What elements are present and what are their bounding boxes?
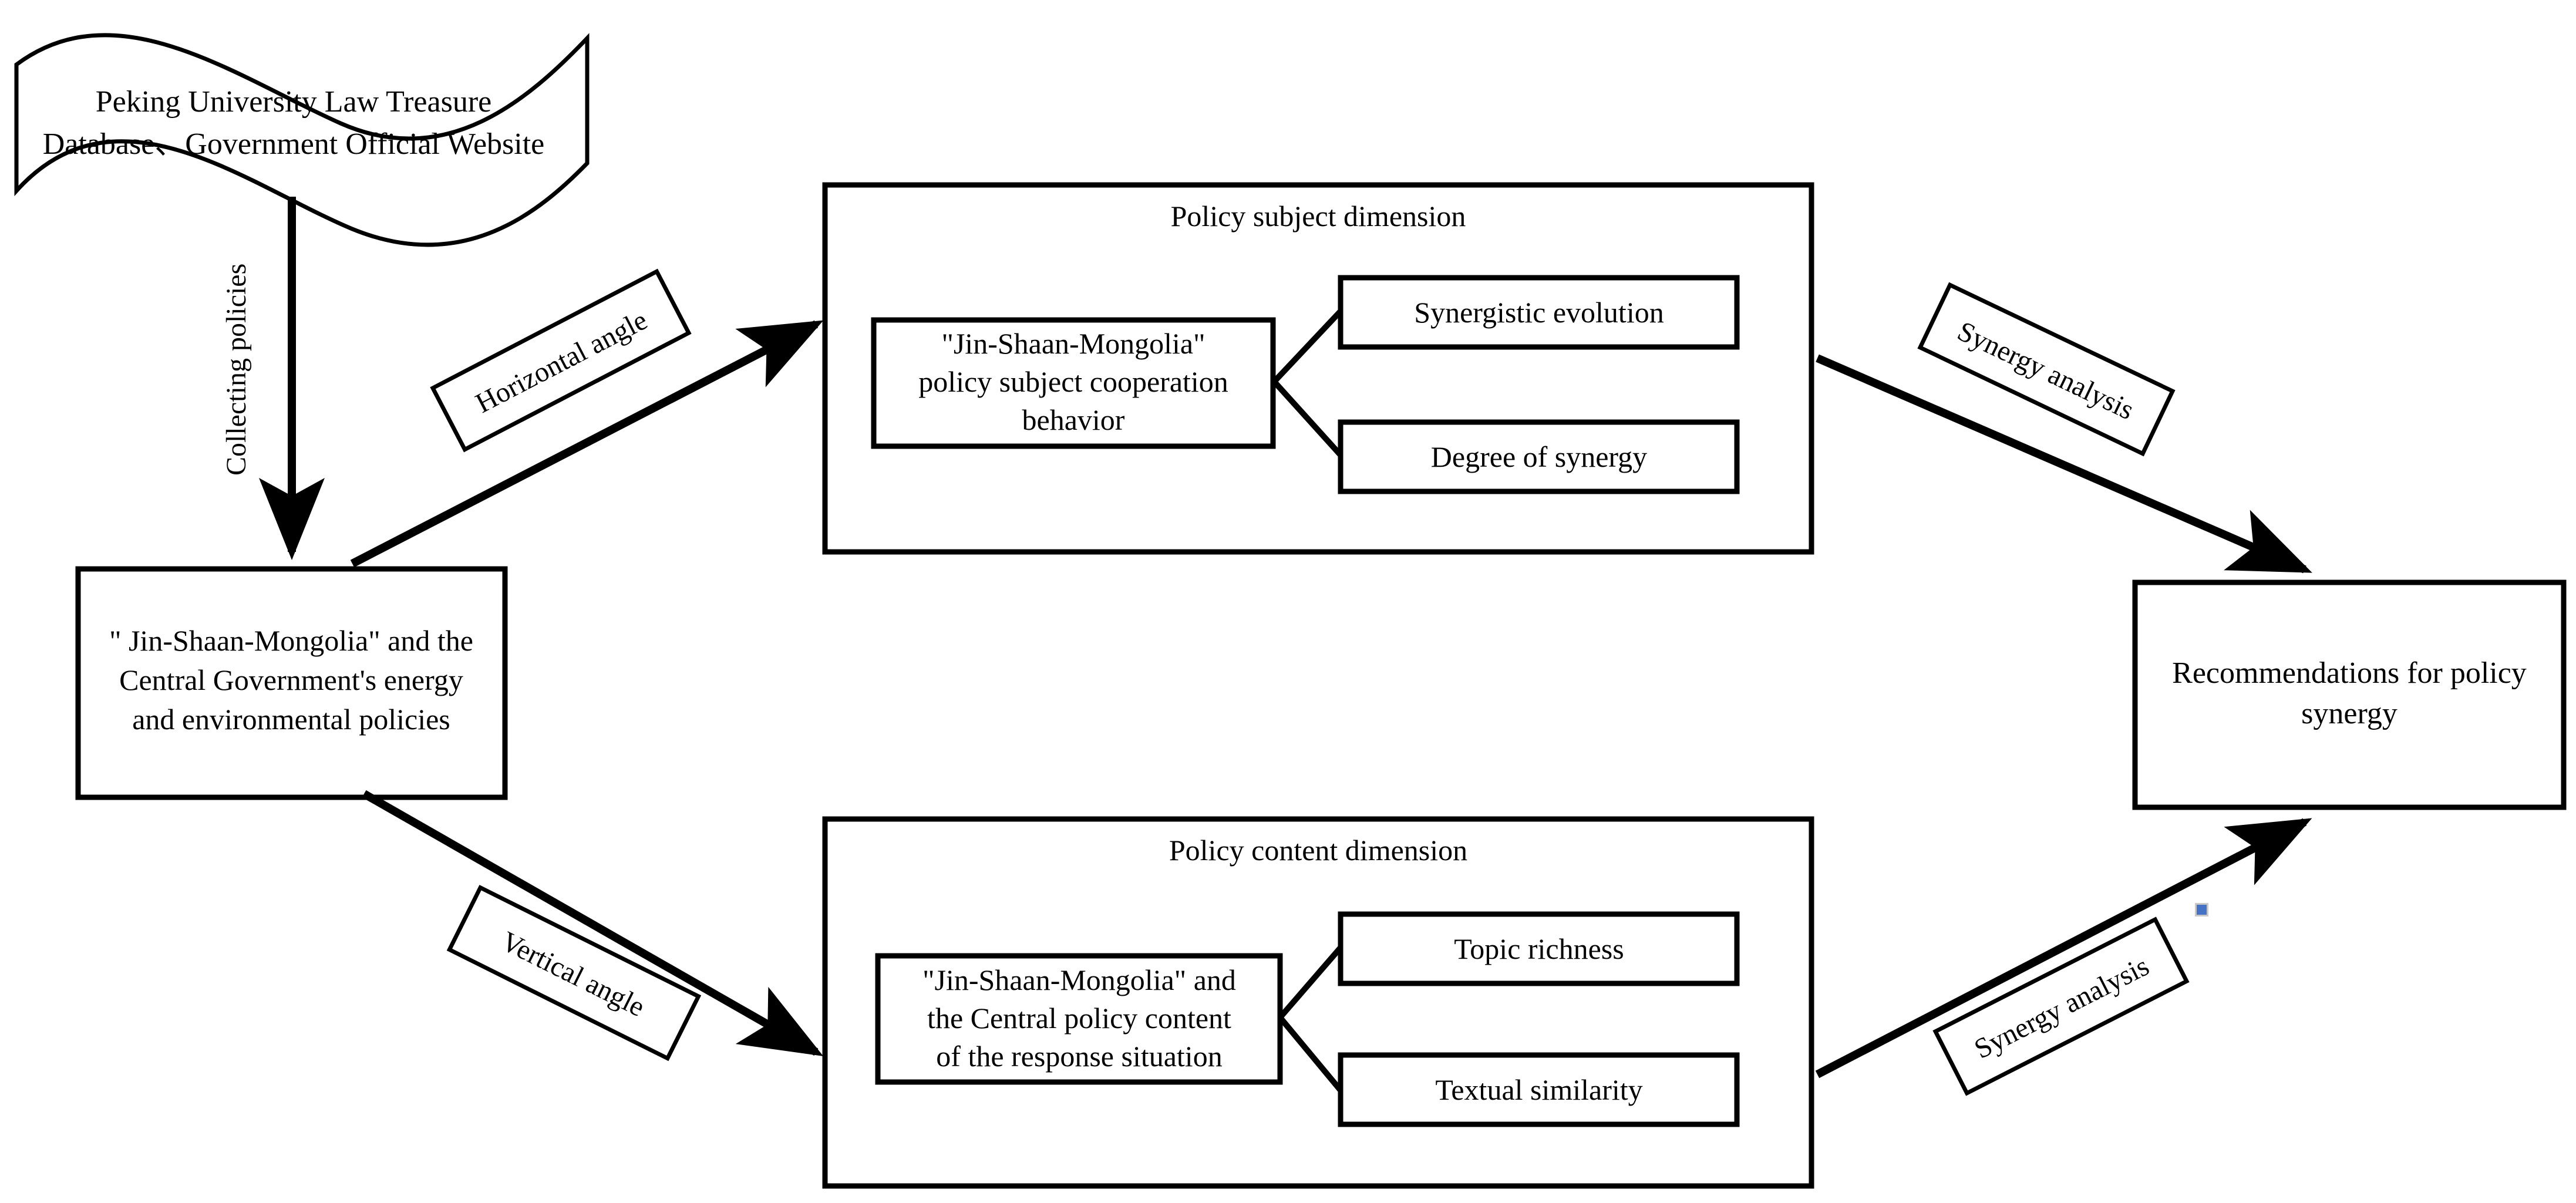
subject-connector-lower [1272, 379, 1343, 457]
outcome-line2: synergy [2301, 697, 2397, 730]
outcome-line1: Recommendations for policy [2172, 656, 2527, 690]
subject-main-line1: "Jin-Shaan-Mongolia" [941, 327, 1205, 360]
policy-corpus-line2: Central Government's energy [119, 663, 463, 696]
subject-leaf-box-0 [1338, 275, 1740, 350]
subject-main-node-box [871, 317, 1276, 449]
content-leaf-label-0: Topic richness [1454, 932, 1624, 965]
edge-vertical-angle-arrow [362, 790, 824, 1056]
subject-main-line2: policy subject cooperation [918, 365, 1228, 398]
selection-handle[interactable] [2195, 903, 2208, 916]
content-dimension-title: Policy content dimension [1169, 834, 1467, 867]
policy-corpus-line1: " Jin-Shaan-Mongolia" and the [109, 624, 473, 657]
content-leaf-box-1 [1338, 1052, 1740, 1127]
edge-collecting-policies-label: Collecting policies [221, 264, 252, 476]
content-main-line1: "Jin-Shaan-Mongolia" and [922, 963, 1236, 996]
outcome-box [2132, 579, 2567, 810]
policy-corpus-line3: and environmental policies [132, 703, 450, 736]
subject-dimension-title: Policy subject dimension [1171, 200, 1466, 232]
content-connector-lower [1278, 1015, 1343, 1093]
content-leaf-label-1: Textual similarity [1435, 1073, 1642, 1106]
content-dimension-container [822, 816, 1814, 1189]
edge-synergy-top-label-box: Synergy analysis [1917, 282, 2176, 457]
source-line1: Peking University Law Treasure [96, 85, 491, 119]
edge-horizontal-angle-arrow [350, 320, 824, 568]
content-leaf-box-0 [1338, 911, 1740, 986]
subject-main-line3: behavior [1022, 403, 1125, 436]
source-line2: Database、Government Official Website [43, 127, 545, 161]
content-main-line2: the Central policy content [927, 1002, 1231, 1034]
subject-leaf-box-1 [1338, 419, 1740, 494]
edge-synergy-top-arrow [1816, 354, 2312, 574]
content-main-line3: of the response situation [936, 1040, 1222, 1073]
policy-corpus-box [75, 566, 508, 800]
edge-synergy-bottom-arrow [1815, 818, 2312, 1079]
subject-leaf-label-1: Degree of synergy [1431, 440, 1647, 473]
subject-dimension-container [822, 182, 1814, 555]
content-main-node-box [875, 953, 1283, 1085]
subject-connector-upper [1272, 309, 1343, 384]
content-connector-upper [1278, 945, 1343, 1020]
edge-horizontal-angle-label-box: Horizontal angle [430, 268, 692, 453]
subject-leaf-label-0: Synergistic evolution [1414, 296, 1664, 329]
source-document-shape [14, 33, 590, 247]
